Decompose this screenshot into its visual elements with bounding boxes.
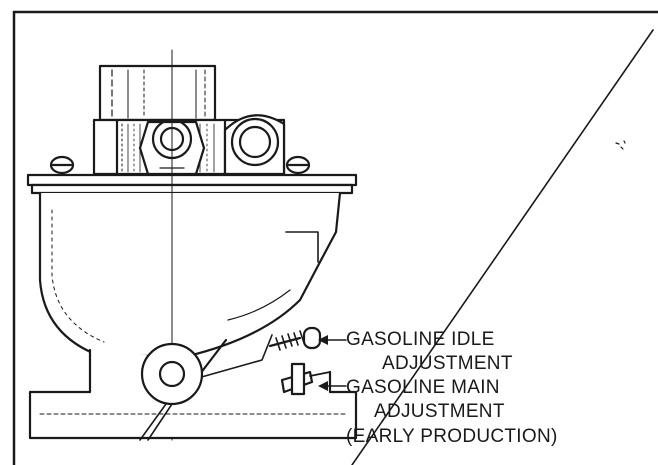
main-label-line1: GASOLINE MAIN — [346, 377, 500, 398]
idle-leader-arrow — [318, 335, 347, 345]
top-cap — [98, 64, 217, 122]
side-boss-fitting — [223, 114, 286, 176]
main-leader-arrow — [318, 381, 347, 391]
idle-adjustment-needle — [268, 326, 322, 351]
cover-screws — [49, 155, 311, 175]
main-label-line3: (EARLY PRODUCTION) — [346, 426, 558, 447]
main-label-line2: ADJUSTMENT — [374, 401, 505, 422]
idle-label-line2: ADJUSTMENT — [382, 353, 513, 374]
cover-flange — [26, 173, 358, 195]
diagonal-stroke — [351, 29, 654, 465]
idle-label-line1: GASOLINE IDLE — [346, 329, 495, 350]
speck-mark — [615, 140, 626, 150]
diagram-frame — [12, 10, 658, 465]
float-bowl — [38, 191, 342, 358]
base-flange — [28, 334, 358, 441]
main-adjustment-needle — [280, 362, 331, 396]
